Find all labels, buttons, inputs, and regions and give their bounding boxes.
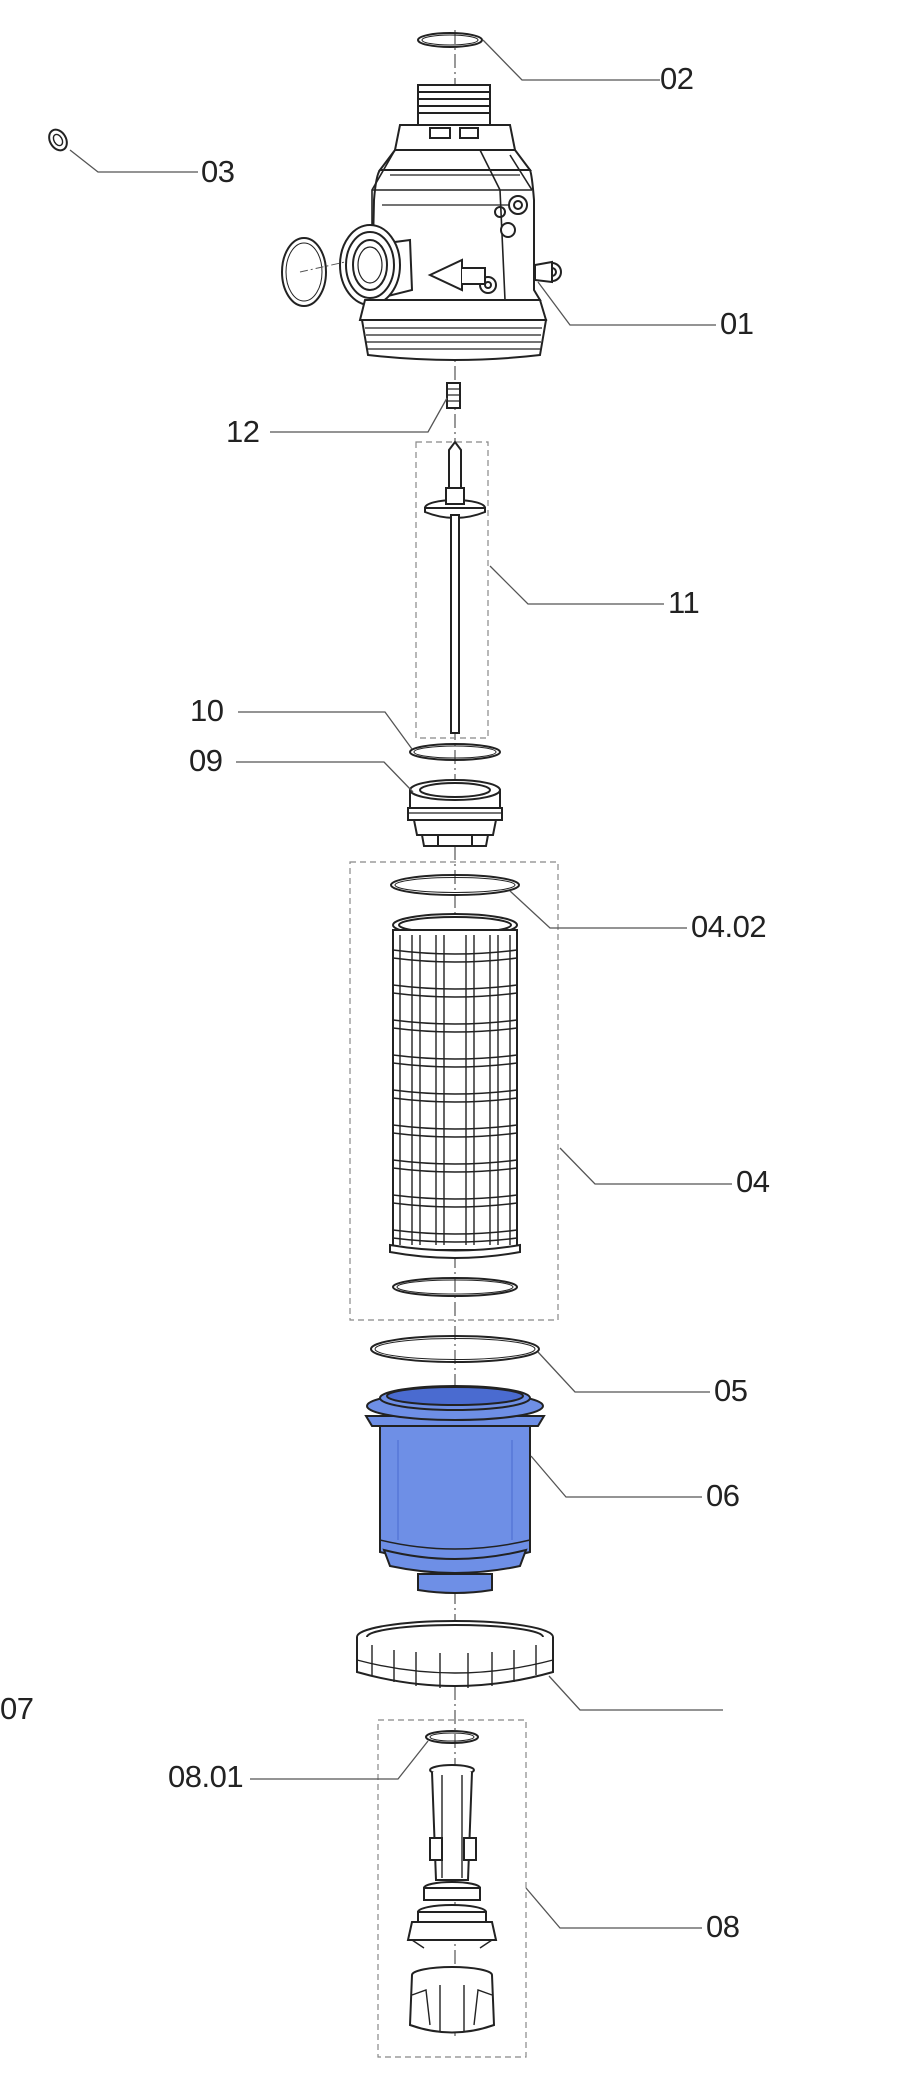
part-04-bottom-o-ring	[392, 1277, 518, 1297]
leader-08	[525, 1887, 702, 1929]
part-05-o-ring	[370, 1335, 540, 1363]
part-08-01-o-ring	[425, 1730, 479, 1744]
label-part-12: 12	[226, 414, 260, 449]
label-part-01: 01	[720, 306, 754, 341]
leader-03	[69, 149, 198, 173]
leader-05	[537, 1351, 710, 1393]
leader-0402	[509, 890, 687, 929]
part-12-spring	[446, 382, 461, 409]
leader-lines	[69, 39, 732, 1929]
leader-07	[548, 1675, 723, 1711]
part-07-ring-nut	[356, 1620, 554, 1688]
label-part-03: 03	[201, 154, 235, 189]
label-part-08: 08	[706, 1909, 740, 1944]
label-part-11: 11	[668, 585, 700, 620]
label-part-04-02: 04.02	[691, 909, 767, 944]
part-09-connector	[407, 779, 503, 847]
label-part-09: 09	[189, 743, 223, 778]
part-08-group-box	[377, 1719, 527, 2058]
part-10-o-ring	[409, 743, 501, 761]
part-08-drain-valve	[406, 1764, 498, 2034]
leader-01	[537, 281, 716, 326]
label-part-07: 07	[0, 1691, 34, 1726]
label-part-10: 10	[190, 693, 224, 728]
label-part-05: 05	[714, 1373, 748, 1408]
leader-02	[482, 39, 660, 81]
leader-06	[530, 1455, 702, 1498]
part-01-filter-head-body	[339, 84, 562, 361]
leader-0801	[250, 1740, 429, 1780]
label-part-04: 04	[736, 1164, 770, 1199]
leader-12	[270, 397, 448, 433]
leader-10	[238, 711, 413, 750]
leader-09	[236, 761, 414, 793]
part-04-screen-cage	[389, 913, 521, 1259]
part-03-small-ring	[48, 128, 68, 152]
part-06-bowl	[364, 1385, 546, 1594]
label-part-06: 06	[706, 1478, 740, 1513]
leader-11	[489, 565, 664, 605]
part-side-o-ring	[281, 237, 327, 307]
part-04-group-box	[349, 861, 559, 1321]
part-02-top-o-ring	[417, 32, 483, 48]
part-11-rinse-shaft	[424, 440, 486, 734]
label-part-02: 02	[660, 61, 694, 96]
leader-04	[559, 1147, 732, 1185]
part-04-02-o-ring	[390, 874, 520, 896]
label-part-08-01: 08.01	[168, 1759, 244, 1794]
part-11-group-box	[415, 441, 489, 739]
